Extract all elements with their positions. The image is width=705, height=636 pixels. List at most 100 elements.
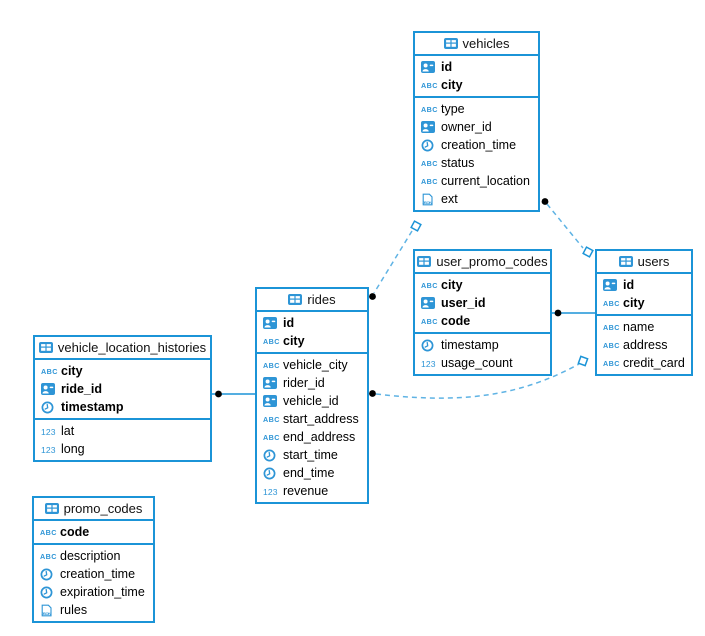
field-name: name — [623, 320, 655, 334]
field-row[interactable]: JSON rules — [34, 601, 153, 619]
field-name: address — [623, 338, 668, 352]
svg-text:123: 123 — [263, 487, 278, 496]
field-name: ext — [441, 192, 458, 206]
field-row[interactable]: ABC status — [415, 154, 538, 172]
field-name: status — [441, 156, 475, 170]
field-row[interactable]: ABC city — [597, 294, 691, 312]
field-row[interactable]: id — [257, 314, 367, 332]
field-row[interactable]: ABC current_location — [415, 172, 538, 190]
svg-text:ABC: ABC — [421, 177, 438, 185]
primary-key-section: id ABC city — [415, 56, 538, 96]
field-type-icon: 123 — [421, 359, 441, 368]
field-type-icon: ABC — [421, 281, 441, 289]
field-row[interactable]: creation_time — [415, 136, 538, 154]
field-row[interactable]: ABC address — [597, 336, 691, 354]
table-promo-codes[interactable]: promo_codes ABC code ABC description cre… — [32, 496, 155, 623]
field-type-icon — [263, 467, 283, 480]
field-row[interactable]: JSON ext — [415, 190, 538, 208]
primary-key-section: ABC city ride_id timestamp — [35, 360, 210, 418]
field-row[interactable]: ABC code — [34, 523, 153, 541]
field-name: description — [60, 549, 121, 563]
table-vehicles[interactable]: vehicles id ABC city ABC type owner_id — [413, 31, 540, 212]
field-type-icon: 123 — [41, 427, 61, 436]
table-header[interactable]: promo_codes — [34, 498, 153, 521]
field-row[interactable]: 123 revenue — [257, 482, 367, 500]
field-name: vehicle_id — [283, 394, 339, 408]
field-type-icon — [421, 121, 441, 133]
field-type-icon: ABC — [603, 299, 623, 307]
table-vehicle-location-histories[interactable]: vehicle_location_histories ABC city ride… — [33, 335, 212, 462]
svg-text:ABC: ABC — [40, 552, 57, 560]
field-row[interactable]: id — [415, 58, 538, 76]
table-icon — [288, 294, 303, 305]
field-row[interactable]: expiration_time — [34, 583, 153, 601]
field-type-icon — [40, 586, 60, 599]
table-users[interactable]: users id ABC city ABC name ABC address A… — [595, 249, 693, 376]
field-row[interactable]: ABC end_address — [257, 428, 367, 446]
table-title: user_promo_codes — [436, 254, 548, 269]
svg-text:JSON: JSON — [42, 611, 52, 616]
field-name: city — [61, 364, 83, 378]
table-header[interactable]: vehicles — [415, 33, 538, 56]
primary-key-section: id ABC city — [257, 312, 367, 352]
field-row[interactable]: 123 lat — [35, 422, 210, 440]
table-header[interactable]: users — [597, 251, 691, 274]
table-header[interactable]: user_promo_codes — [415, 251, 550, 274]
field-name: creation_time — [441, 138, 517, 152]
field-row[interactable]: ABC credit_card — [597, 354, 691, 372]
table-header[interactable]: vehicle_location_histories — [35, 337, 210, 360]
field-row[interactable]: rider_id — [257, 374, 367, 392]
field-row[interactable]: ABC type — [415, 100, 538, 118]
field-row[interactable]: ABC vehicle_city — [257, 356, 367, 374]
field-name: expiration_time — [60, 585, 145, 599]
field-type-icon: ABC — [40, 528, 60, 536]
field-row[interactable]: end_time — [257, 464, 367, 482]
field-type-icon — [41, 401, 61, 414]
field-row[interactable]: start_time — [257, 446, 367, 464]
svg-text:ABC: ABC — [263, 415, 280, 423]
field-type-icon: ABC — [263, 337, 283, 345]
field-row[interactable]: timestamp — [35, 398, 210, 416]
table-rides[interactable]: rides id ABC city ABC vehicle_city rider… — [255, 287, 369, 504]
field-row[interactable]: ABC code — [415, 312, 550, 330]
field-name: lat — [61, 424, 75, 438]
field-name: start_time — [283, 448, 338, 462]
field-row[interactable]: ABC city — [257, 332, 367, 350]
table-user-promo-codes[interactable]: user_promo_codes ABC city user_id ABC co… — [413, 249, 552, 376]
field-name: city — [441, 78, 463, 92]
field-row[interactable]: owner_id — [415, 118, 538, 136]
field-row[interactable]: ABC city — [415, 76, 538, 94]
table-icon — [417, 256, 432, 267]
field-name: revenue — [283, 484, 329, 498]
field-row[interactable]: ABC city — [35, 362, 210, 380]
field-row[interactable]: user_id — [415, 294, 550, 312]
svg-text:ABC: ABC — [421, 105, 438, 113]
field-name: long — [61, 442, 85, 456]
field-row[interactable]: ride_id — [35, 380, 210, 398]
field-name: creation_time — [60, 567, 136, 581]
field-type-icon: ABC — [421, 81, 441, 89]
field-row[interactable]: ABC description — [34, 547, 153, 565]
primary-key-section: ABC city user_id ABC code — [415, 274, 550, 332]
field-row[interactable]: id — [597, 276, 691, 294]
field-name: rider_id — [283, 376, 325, 390]
svg-text:JSON: JSON — [423, 200, 433, 205]
field-row[interactable]: ABC start_address — [257, 410, 367, 428]
svg-text:ABC: ABC — [263, 361, 280, 369]
field-name: timestamp — [61, 400, 124, 414]
field-row[interactable]: 123 long — [35, 440, 210, 458]
field-row[interactable]: ABC name — [597, 318, 691, 336]
field-name: timestamp — [441, 338, 499, 352]
field-row[interactable]: timestamp — [415, 336, 550, 354]
table-header[interactable]: rides — [257, 289, 367, 312]
field-name: rules — [60, 603, 88, 617]
field-row[interactable]: ABC city — [415, 276, 550, 294]
field-type-icon: ABC — [263, 361, 283, 369]
field-row[interactable]: creation_time — [34, 565, 153, 583]
table-icon — [38, 342, 53, 353]
svg-text:ABC: ABC — [421, 281, 438, 289]
field-row[interactable]: vehicle_id — [257, 392, 367, 410]
table-title: vehicles — [462, 36, 510, 51]
field-row[interactable]: 123 usage_count — [415, 354, 550, 372]
columns-section: 123 lat 123 long — [35, 418, 210, 460]
